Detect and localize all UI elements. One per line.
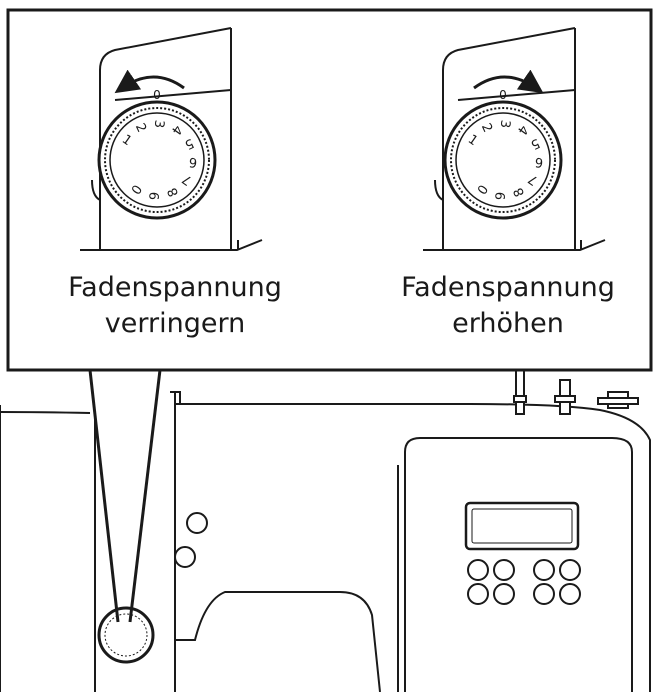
- dial-number-left: 3: [151, 119, 167, 129]
- control-button: [467, 559, 489, 581]
- dial-number-right: 6: [534, 154, 544, 170]
- control-buttons: [467, 559, 581, 605]
- dial-number-left: 6: [188, 154, 198, 170]
- machine-tension-dial: [97, 606, 155, 664]
- direction-arrow-left-icon: [114, 69, 185, 94]
- dial-zero-marker-left: 0: [153, 88, 161, 102]
- control-button: [559, 583, 581, 605]
- side-knob: [186, 512, 208, 534]
- dial-number-right: 3: [497, 119, 513, 129]
- side-knob: [174, 546, 196, 568]
- dial-number-left: 9: [148, 191, 164, 201]
- control-button: [493, 583, 515, 605]
- caption-increase-line2: erhöhen: [452, 308, 564, 339]
- dial-number-right: 9: [494, 191, 510, 201]
- callout-pointer: [88, 369, 162, 623]
- control-button: [559, 559, 581, 581]
- control-button: [467, 583, 489, 605]
- caption-decrease-line2: verringern: [104, 308, 246, 339]
- caption-increase-line1: Fadenspannung: [401, 272, 615, 303]
- control-button: [493, 559, 515, 581]
- caption-increase-tension: Fadenspannung erhöhen: [358, 270, 658, 342]
- thread-spool-pins: [513, 369, 639, 415]
- dial-illustration-right: [423, 27, 606, 251]
- direction-arrow-right-icon: [473, 69, 544, 94]
- control-button: [533, 583, 555, 605]
- caption-decrease-tension: Fadenspannung verringern: [25, 270, 325, 342]
- caption-decrease-line1: Fadenspannung: [68, 272, 282, 303]
- dial-zero-marker-right: 0: [499, 88, 507, 102]
- side-knobs: [174, 512, 208, 568]
- dial-illustration-left: [80, 27, 263, 251]
- control-button: [533, 559, 555, 581]
- lcd-display: [464, 501, 580, 551]
- sewing-machine-body: [0, 391, 651, 692]
